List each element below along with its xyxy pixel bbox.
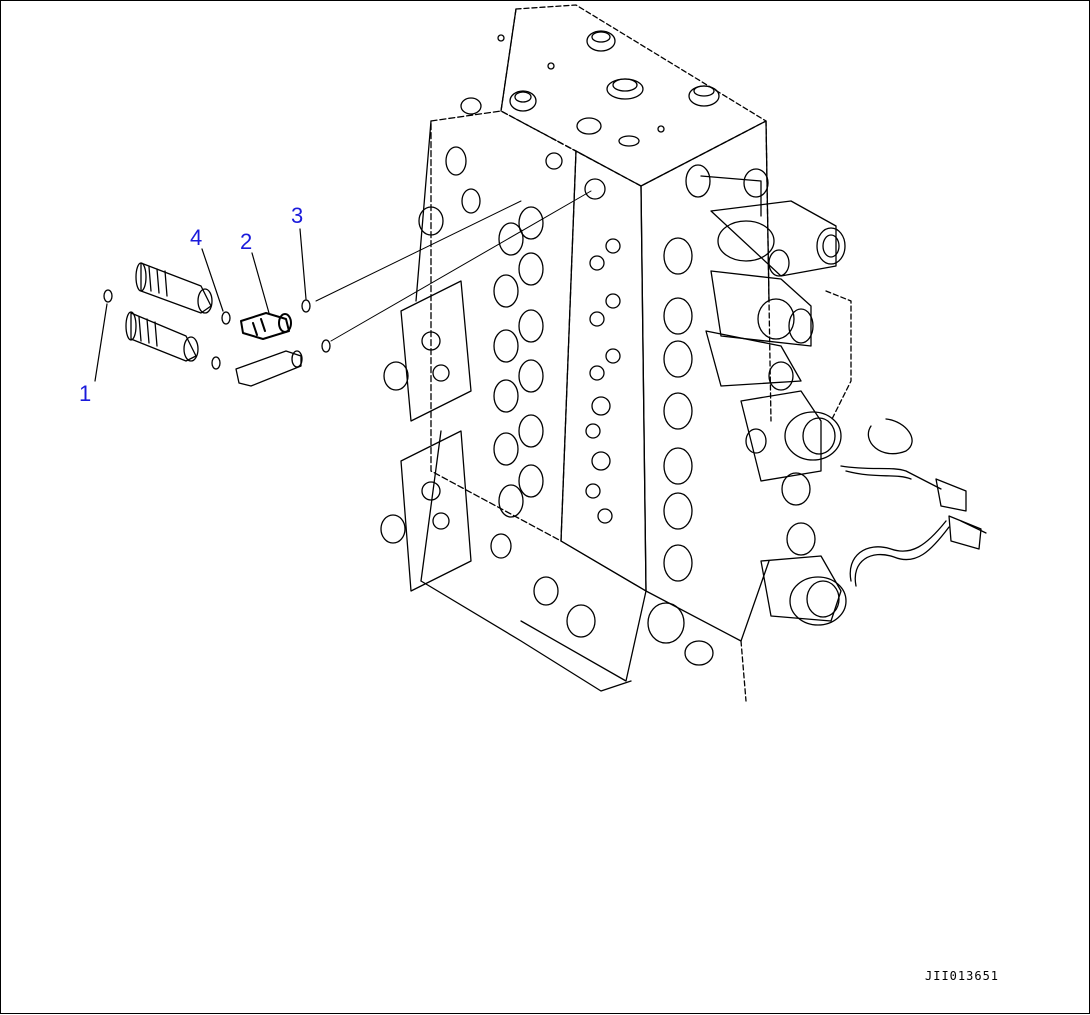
callout-2[interactable]: 2 bbox=[240, 229, 253, 254]
wiring-harness bbox=[840, 418, 987, 587]
right-solenoids bbox=[647, 164, 847, 666]
left-spool-caps bbox=[380, 146, 481, 592]
callout-4[interactable]: 4 bbox=[190, 225, 203, 250]
assembly-lines bbox=[315, 190, 592, 342]
middle-valves bbox=[490, 206, 596, 638]
callout-leaders bbox=[94, 228, 307, 382]
callout-1[interactable]: 1 bbox=[79, 381, 92, 406]
exploded-parts bbox=[103, 262, 331, 387]
callout-3[interactable]: 3 bbox=[291, 203, 304, 228]
top-plugs bbox=[460, 30, 720, 147]
valve-body bbox=[415, 4, 852, 702]
front-ports bbox=[545, 152, 621, 524]
drawing-id-label: JII013651 bbox=[925, 969, 1000, 983]
